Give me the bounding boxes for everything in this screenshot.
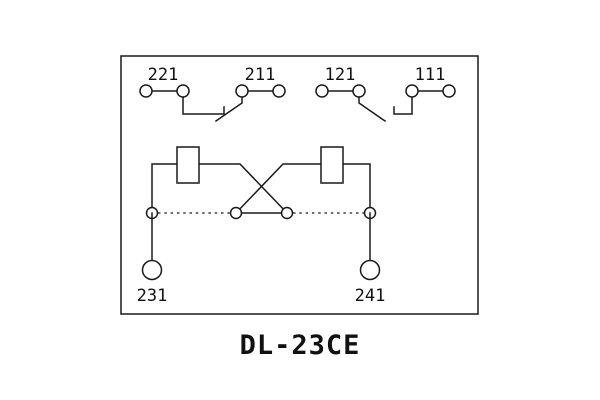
terminal-label-211: 211 [245, 65, 276, 85]
contact-group-121-111 [315, 84, 456, 123]
terminal-label-111: 111 [415, 65, 446, 85]
wire-left-feed [151, 163, 178, 214]
bottom-terminal-231 [141, 212, 163, 281]
terminal-circle-111-a [405, 84, 419, 98]
terminal-circle-121-a [315, 84, 329, 98]
diagram-border [120, 55, 479, 315]
terminal-circle-231 [141, 259, 163, 281]
pivot-points [145, 206, 377, 220]
terminal-label-241: 241 [355, 286, 386, 306]
terminal-circle-121-b [352, 84, 366, 98]
bottom-terminal-241 [359, 212, 381, 281]
wire-cross-left-to-right [198, 163, 289, 215]
terminal-circle-221-b [176, 84, 190, 98]
terminal-circle-241 [359, 259, 381, 281]
wire-cross-right-to-left [234, 163, 322, 215]
contact-group-221-211 [139, 84, 286, 123]
terminal-circle-111-b [442, 84, 456, 98]
terminal-label-231: 231 [137, 286, 168, 306]
terminal-label-121: 121 [325, 65, 356, 85]
model-title: DL-23CE [240, 330, 361, 361]
terminal-circle-211-a [235, 84, 249, 98]
pivot-circle-mid-right [280, 206, 294, 220]
terminal-circle-211-b [272, 84, 286, 98]
pivot-circle-mid-left [229, 206, 243, 220]
terminal-circle-221-a [139, 84, 153, 98]
fixed-contact-111 [393, 90, 413, 115]
coil-right [320, 146, 344, 184]
coil-network [151, 146, 371, 215]
terminal-label-221: 221 [148, 65, 179, 85]
wire-right-feed [342, 163, 371, 214]
fixed-contact-221 [182, 90, 225, 115]
coil-left [176, 146, 200, 184]
